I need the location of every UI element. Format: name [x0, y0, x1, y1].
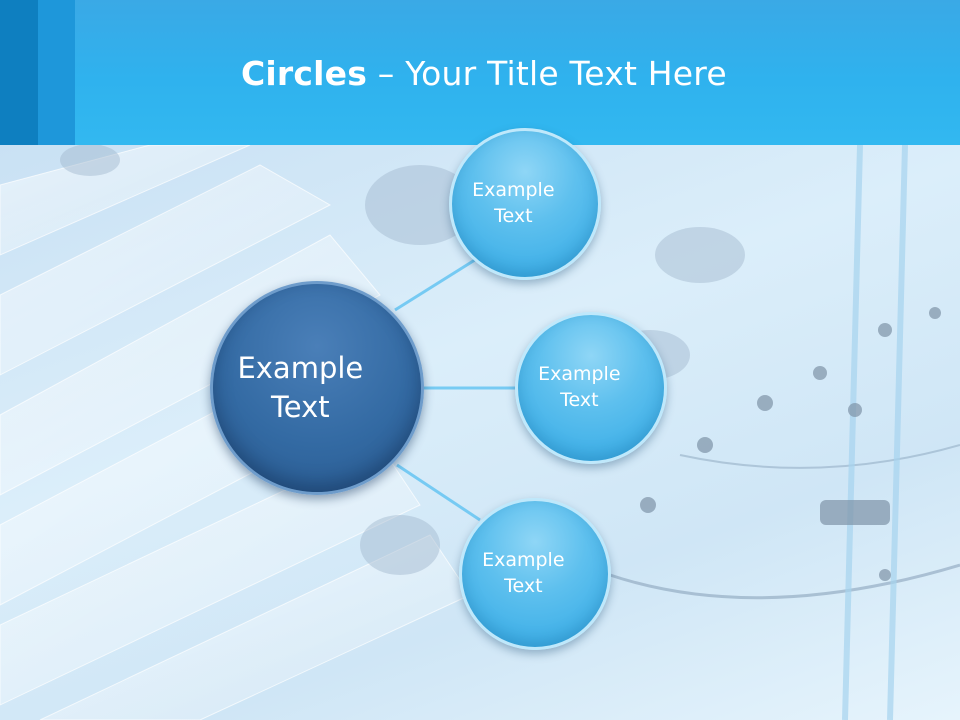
- node-circle-text: Example Text: [467, 178, 584, 229]
- node-circle-text: Example Text: [477, 548, 594, 599]
- text-line: Example: [538, 363, 621, 386]
- node-circle-text: Example Text: [533, 362, 650, 413]
- text-line: Text: [560, 389, 599, 411]
- header-accent-stripe: [38, 0, 75, 145]
- text-line: Text: [494, 205, 533, 227]
- title-bold: Circles: [241, 54, 368, 93]
- text-line: Text: [504, 575, 543, 597]
- text-line: Text: [271, 390, 330, 424]
- center-circle-text: Example Text: [234, 349, 400, 427]
- header-accent-stripe: [0, 0, 38, 145]
- connector-line: [394, 256, 479, 312]
- text-line: Example: [472, 179, 555, 202]
- center-circle: Example Text: [210, 281, 424, 495]
- slide-title: Circles – Your Title Text Here: [241, 54, 727, 93]
- title-rest: – Your Title Text Here: [367, 54, 727, 93]
- node-circle-top: Example Text: [449, 128, 601, 280]
- text-line: Example: [482, 549, 565, 572]
- header-band: Circles – Your Title Text Here: [0, 0, 960, 145]
- connector-line: [396, 463, 481, 522]
- node-circle-middle: Example Text: [515, 312, 667, 464]
- node-circle-bottom: Example Text: [459, 498, 611, 650]
- text-line: Example: [237, 350, 364, 385]
